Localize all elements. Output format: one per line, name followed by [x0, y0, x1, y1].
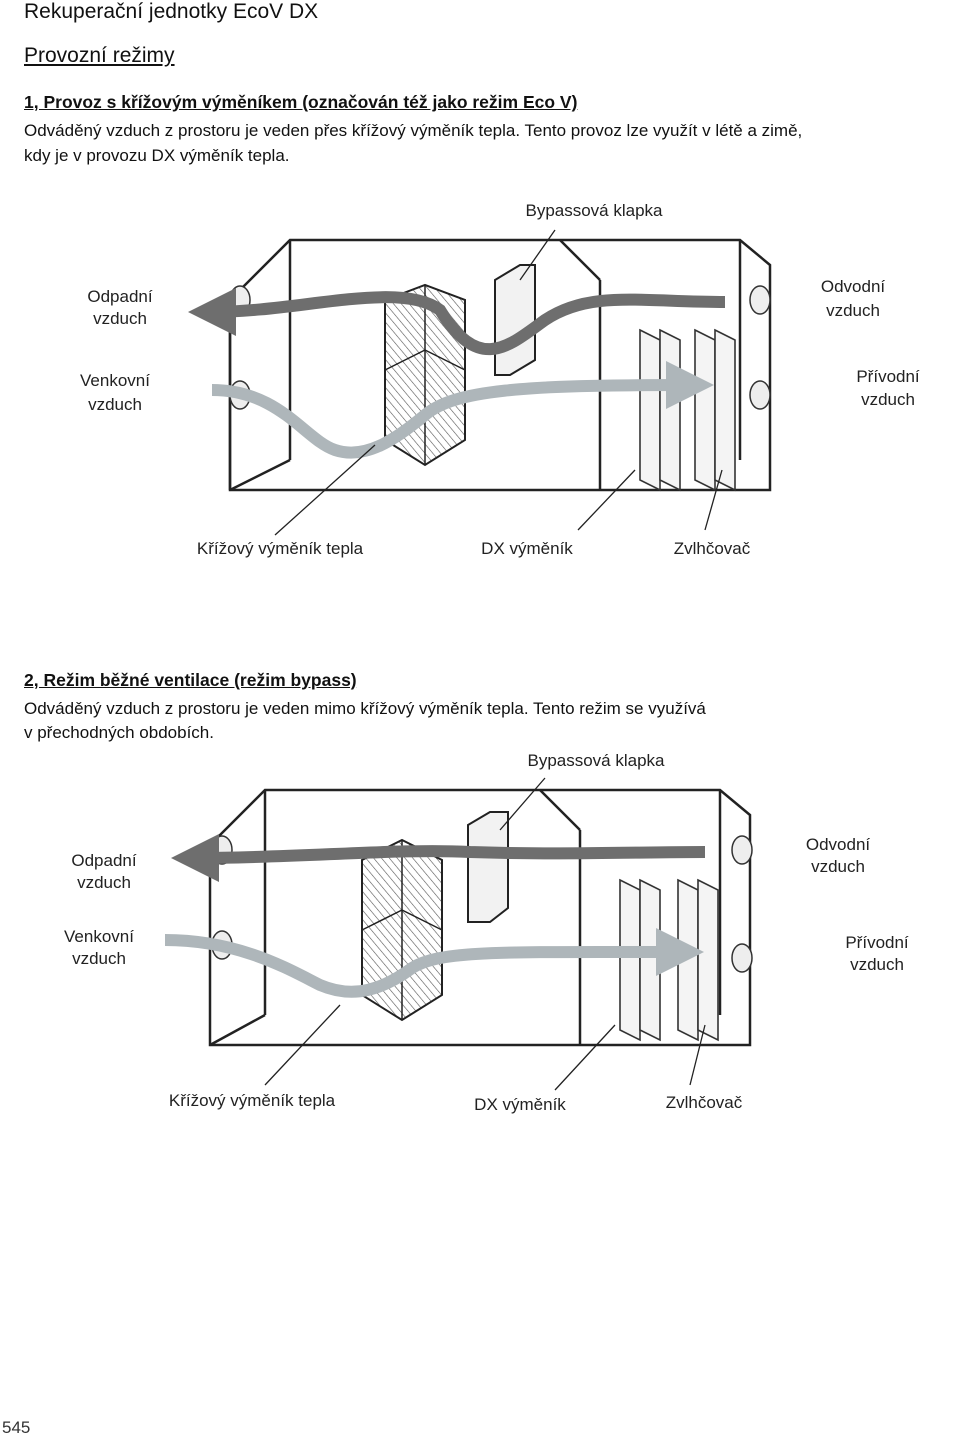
section1-line1: Odváděný vzduch z prostoru je veden přes…: [24, 121, 803, 140]
document-subtitle: Provozní režimy: [24, 44, 175, 67]
exhaust-air-flow-arrow: [188, 287, 726, 356]
label-exhaust-air-1: Odpadní: [87, 287, 152, 306]
label-exhaust-air-2: vzduch: [93, 309, 147, 328]
humidifier-shape: [677, 878, 719, 1042]
bypass-damper-shape: [467, 811, 509, 923]
label-dx-exchanger: DX výměník: [474, 1095, 566, 1114]
diagram-eco-v-mode: Bypassová klapka Odpadní vzduch Odvodní …: [80, 201, 920, 558]
label-supply-air-2: vzduch: [850, 955, 904, 974]
exhaust-air-flow-arrow: [171, 833, 706, 882]
label-outdoor-air-2: vzduch: [88, 395, 142, 414]
leader-lines: [274, 229, 723, 536]
label-cross-heat-exchanger: Křížový výměník tepla: [197, 539, 364, 558]
label-humidifier: Zvlhčovač: [666, 1093, 743, 1112]
section2-line2: v přechodných obdobích.: [24, 723, 214, 742]
label-outdoor-air-1: Venkovní: [64, 927, 134, 946]
outdoor-air-flow-arrow: [211, 361, 714, 459]
label-supply-air-1: Přívodní: [845, 933, 909, 952]
label-extract-air-1: Odvodní: [821, 277, 886, 296]
label-cross-heat-exchanger: Křížový výměník tepla: [169, 1091, 336, 1110]
cross-heat-exchanger-shape: [361, 838, 443, 1022]
leader-lines: [264, 777, 706, 1091]
label-exhaust-air-2: vzduch: [77, 873, 131, 892]
dx-exchanger-shape: [639, 328, 681, 492]
label-outdoor-air-1: Venkovní: [80, 371, 150, 390]
dx-exchanger-shape: [619, 878, 661, 1042]
unit-housing: [208, 788, 752, 1047]
label-outdoor-air-2: vzduch: [72, 949, 126, 968]
section2-heading: 2, Režim běžné ventilace (režim bypass): [24, 670, 357, 690]
label-humidifier: Zvlhčovač: [674, 539, 751, 558]
label-extract-air-2: vzduch: [811, 857, 865, 876]
section1-line2: kdy je v provozu DX výměník tepla.: [24, 146, 290, 165]
diagram-bypass-mode: Bypassová klapka Odpadní vzduch Odvodní …: [64, 751, 909, 1114]
section2-line1: Odváděný vzduch z prostoru je veden mimo…: [24, 699, 706, 718]
label-supply-air-2: vzduch: [861, 390, 915, 409]
label-bypass-damper: Bypassová klapka: [525, 201, 663, 220]
page-number: 545: [2, 1418, 31, 1437]
section1-heading: 1, Provoz s křížovým výměníkem (označová…: [24, 92, 578, 112]
label-dx-exchanger: DX výměník: [481, 539, 573, 558]
humidifier-shape: [694, 328, 736, 492]
label-bypass-damper: Bypassová klapka: [527, 751, 665, 770]
label-extract-air-2: vzduch: [826, 301, 880, 320]
label-supply-air-1: Přívodní: [856, 367, 920, 386]
outdoor-air-flow-arrow: [164, 927, 704, 998]
bypass-damper-shape: [494, 264, 536, 376]
label-exhaust-air-1: Odpadní: [71, 851, 136, 870]
label-extract-air-1: Odvodní: [806, 835, 871, 854]
document-title: Rekuperační jednotky EcoV DX: [24, 0, 319, 23]
